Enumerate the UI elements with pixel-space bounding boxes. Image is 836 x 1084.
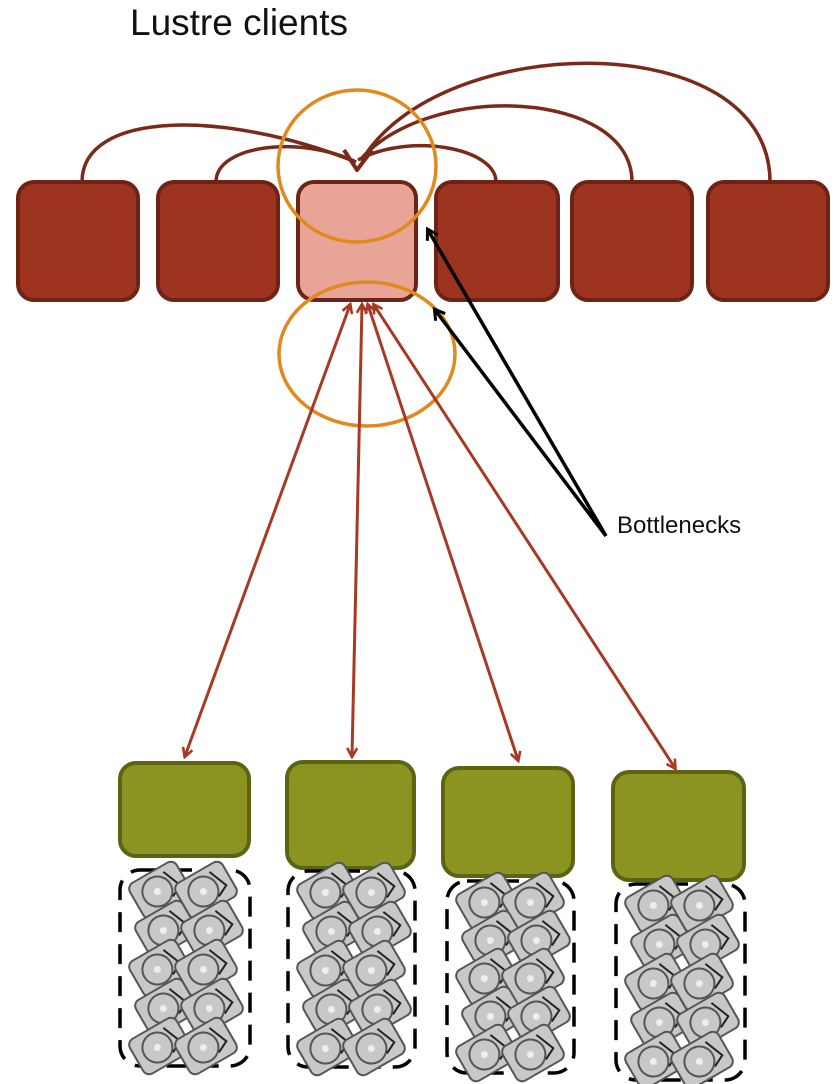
io-arrows: [185, 305, 675, 768]
client-box: [570, 180, 694, 302]
storage-server-box: [285, 760, 416, 870]
disk-group-border: [118, 868, 252, 1068]
client-box: [706, 180, 830, 302]
client-link-4: [358, 104, 634, 183]
disk-group-border: [445, 879, 576, 1075]
bottleneck-pointers: [428, 230, 608, 538]
disk-groups: [118, 858, 747, 1084]
disk-group-border: [614, 882, 747, 1082]
client-link-arrowhead: [342, 148, 374, 172]
storage-server-box: [611, 770, 746, 882]
client-box: [16, 180, 140, 302]
bottleneck-ring-lower: [277, 280, 457, 428]
bottleneck-ring-upper: [276, 88, 438, 244]
storage-server-box: [441, 766, 575, 878]
clients-row: [16, 180, 830, 302]
disk-group-border: [286, 869, 417, 1069]
disk-group: [614, 872, 747, 1084]
diagram-title: Lustre clients: [130, 2, 348, 43]
io-arrow-2: [352, 305, 362, 756]
hard-disk-icon: [667, 1028, 737, 1084]
io-arrow-4: [374, 305, 675, 768]
client-links: [80, 61, 772, 183]
storage-server-box: [118, 761, 251, 858]
client-link-2: [214, 145, 357, 183]
disk-group: [445, 869, 576, 1084]
client-link-5: [360, 61, 772, 183]
io-arrow-1: [185, 305, 350, 756]
client-link-1: [80, 123, 357, 183]
disk-group: [286, 859, 417, 1079]
io-arrow-3: [368, 305, 518, 760]
bottleneck-pointer-upper: [428, 230, 608, 537]
bottleneck-pointer-lower: [435, 310, 608, 538]
servers-row: [118, 760, 746, 882]
client-box: [156, 180, 280, 302]
disk-group: [118, 858, 252, 1078]
client-link-3: [357, 143, 498, 183]
client-box: [434, 180, 560, 302]
